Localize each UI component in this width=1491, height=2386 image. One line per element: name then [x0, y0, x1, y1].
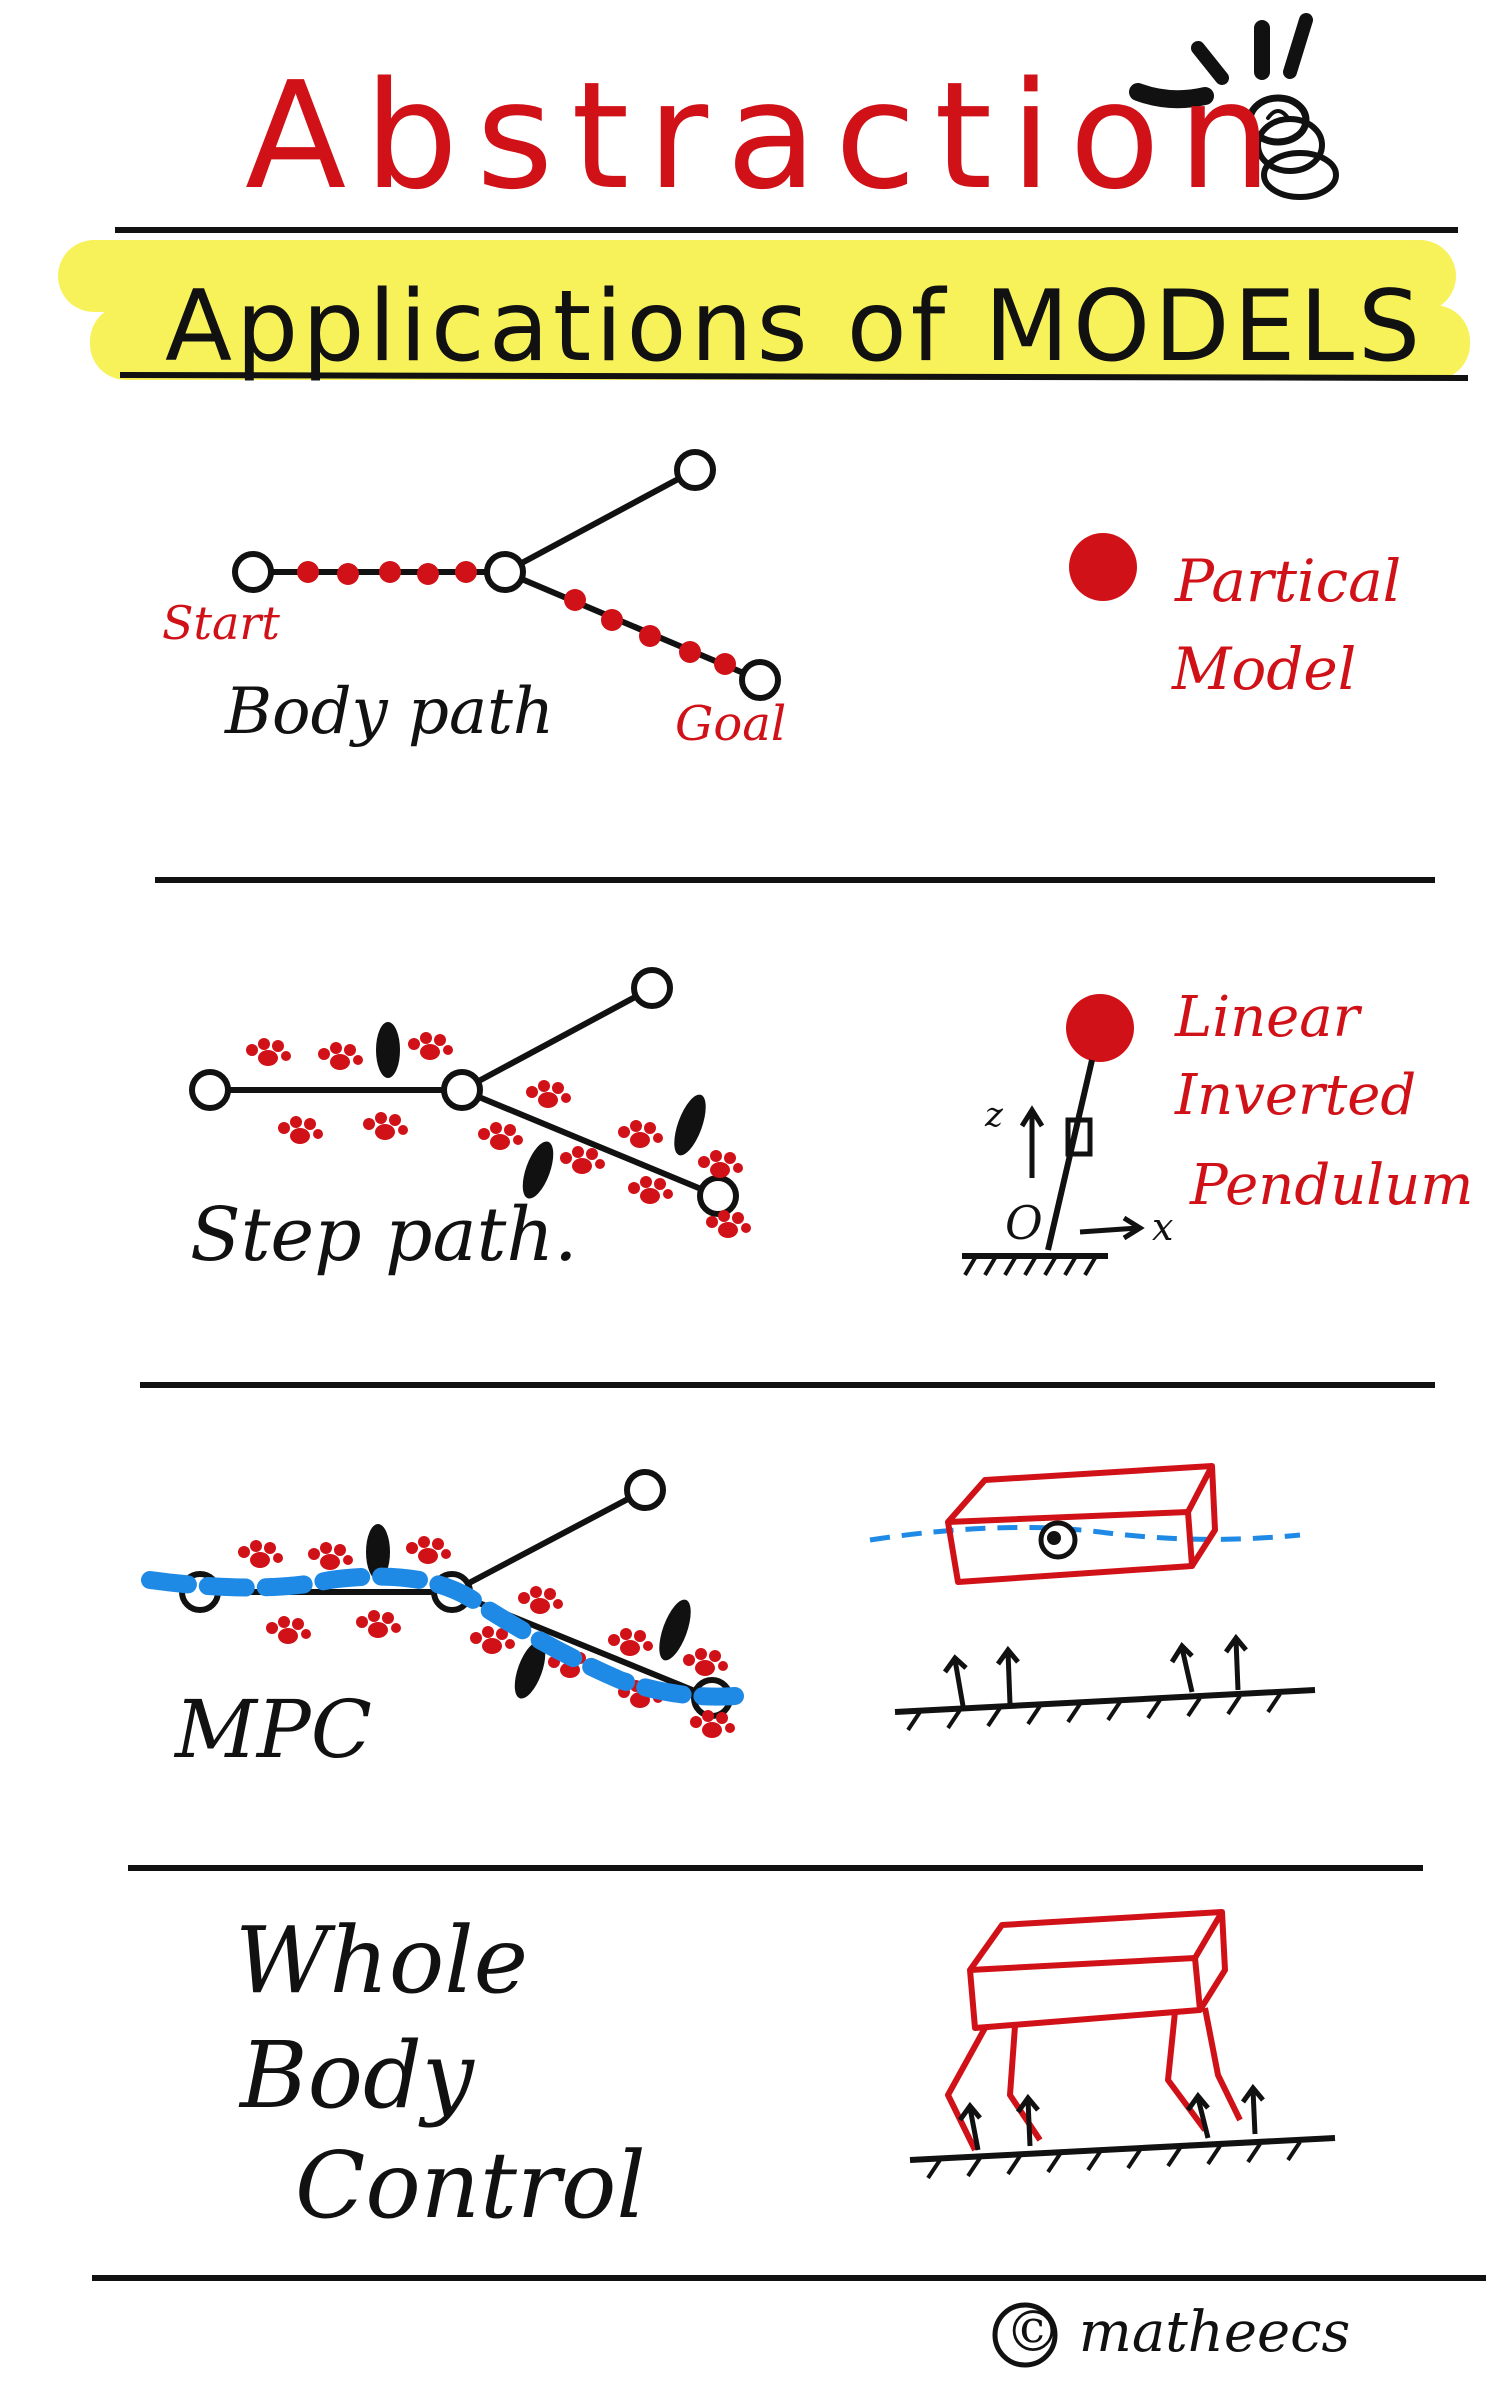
axis-x-label: x: [1152, 1205, 1174, 1249]
wbc-label-line-1: Whole: [235, 1907, 529, 2014]
goal-label: Goal: [675, 696, 787, 752]
footprint-icon: [278, 1116, 323, 1144]
footprint-icon: [470, 1626, 515, 1654]
footprint-icon: [363, 1112, 408, 1140]
footprint-icon: [608, 1628, 653, 1656]
mpc-label: MPC: [175, 1683, 372, 1776]
footprint-icon: [406, 1536, 451, 1564]
footprint-icon: [478, 1122, 523, 1150]
wbc-label-line-3: Control: [295, 2132, 646, 2239]
end-node: [674, 449, 716, 491]
footprint-icon: [526, 1080, 571, 1108]
footprint-icon: [618, 1120, 663, 1148]
start-node: [232, 551, 274, 593]
footprint-icon: [246, 1038, 291, 1066]
branch-node: [484, 551, 526, 593]
step-path-label: Step path.: [190, 1192, 578, 1278]
mpc-trajectory: [141, 1567, 744, 1706]
body-box-icon: [869, 1463, 1316, 1732]
footprint-icon: [698, 1150, 743, 1178]
robot-legs: [909, 1909, 1336, 2180]
footprint-icon: [628, 1176, 673, 1204]
footprint-icon: [683, 1648, 728, 1676]
highlight-stroke: [58, 240, 1456, 312]
particle-dot: [1069, 533, 1137, 601]
goal-node: [739, 659, 781, 701]
footprint-icon: [238, 1540, 283, 1568]
lip-label-line-3: Pendulum: [1190, 1153, 1474, 1218]
footprint-icon: [560, 1146, 605, 1174]
model-label-line-1: Partical: [1175, 547, 1402, 615]
foot-icon: [366, 1524, 691, 1699]
highlight-stroke-2: [90, 305, 1470, 380]
hand-wave-icon: [1129, 13, 1339, 200]
footprint-icon: [356, 1610, 401, 1638]
footprint-icon: [318, 1042, 363, 1070]
lip-model: [962, 994, 1145, 1277]
footprint-icon: [690, 1710, 735, 1738]
footprint-icon: [408, 1032, 453, 1060]
wbc-label-line-2: Body: [240, 2022, 474, 2129]
footprint-icon: [706, 1210, 751, 1238]
credit-label: © matheecs: [1005, 2300, 1351, 2365]
lip-label-line-2: Inverted: [1175, 1063, 1417, 1128]
footprint-group: [246, 1032, 751, 1238]
subtitle-rule: [119, 372, 1469, 381]
page-subtitle: Applications of MODELS: [165, 270, 1425, 384]
start-label: Start: [162, 596, 280, 650]
footprint-icon: [308, 1542, 353, 1570]
lip-label-line-1: Linear: [1175, 985, 1360, 1050]
footprint-icon: [266, 1616, 311, 1644]
model-label-line-2: Model: [1172, 635, 1357, 703]
body-path-label: Body path: [225, 675, 555, 749]
body-path-graph: [232, 449, 781, 701]
step-path-graph: [189, 967, 739, 1217]
copyright-icon: [992, 2302, 1058, 2368]
foot-icon: [376, 1022, 706, 1199]
path-dots: [297, 561, 736, 675]
footprint-group-mpc: [238, 1536, 735, 1738]
axis-origin-label: O: [1005, 1196, 1043, 1250]
page-title: Abstraction: [245, 50, 1290, 222]
axis-z-label: z: [985, 1095, 1003, 1135]
footprint-icon: [518, 1586, 563, 1614]
